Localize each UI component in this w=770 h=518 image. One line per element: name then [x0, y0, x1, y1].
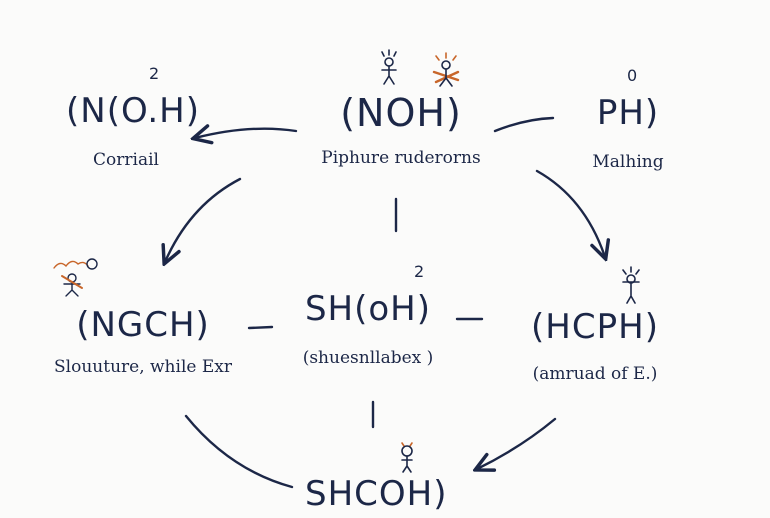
node-middle-right: (HCPH) (amruad of E.): [525, 310, 665, 384]
node-label: Piphure ruderorns: [321, 148, 481, 168]
node-formula: SH(oH): [304, 289, 432, 329]
node-formula: (NOH): [340, 91, 462, 135]
node-formula: SHCOH): [305, 474, 448, 514]
node-middle-left: (NGCH) Slouuture, while Exr: [48, 308, 238, 377]
stick-figure-icon: [53, 258, 98, 297]
node-formula: (NGCH): [76, 305, 210, 345]
node-formula: PH): [596, 93, 660, 133]
node-label: Malhing: [592, 152, 664, 172]
superscript: 0: [627, 66, 638, 85]
stick-figure-icon: [381, 49, 397, 85]
node-formula: (N(O.H): [66, 91, 200, 131]
node-center: SH(oH) (shuesnllabex ): [293, 292, 443, 368]
line-top-center-to-top-right: [493, 116, 555, 133]
arrow-top-center-to-middle-left: [165, 177, 242, 262]
node-bottom: SHCOH): [305, 474, 448, 514]
node-label: (shuesnllabex ): [302, 348, 434, 368]
dash-left-center: [247, 325, 274, 330]
node-formula: (HCPH): [531, 307, 659, 347]
node-label: (amruad of E.): [532, 364, 658, 384]
node-label: Slouuture, while Exr: [54, 357, 232, 377]
stick-figure-icon: [622, 266, 640, 304]
node-label: Corriail: [93, 150, 159, 170]
curve-middle-left-to-bottom: [184, 414, 294, 489]
stick-figure-icon: [401, 442, 413, 473]
node-top-center: (NOH) Piphure ruderorns: [316, 94, 486, 168]
superscript: 2: [414, 262, 425, 281]
superscript: 2: [149, 64, 160, 83]
node-top-right: PH) Malhing: [578, 96, 678, 172]
stick-figure-icon: [432, 52, 460, 87]
arrow-top-right-to-middle-right: [535, 169, 605, 257]
arrow-top-center-to-top-left: [195, 129, 298, 138]
node-top-left: (N(O.H) Corriail: [66, 91, 200, 170]
arrow-middle-right-to-bottom: [477, 417, 557, 469]
